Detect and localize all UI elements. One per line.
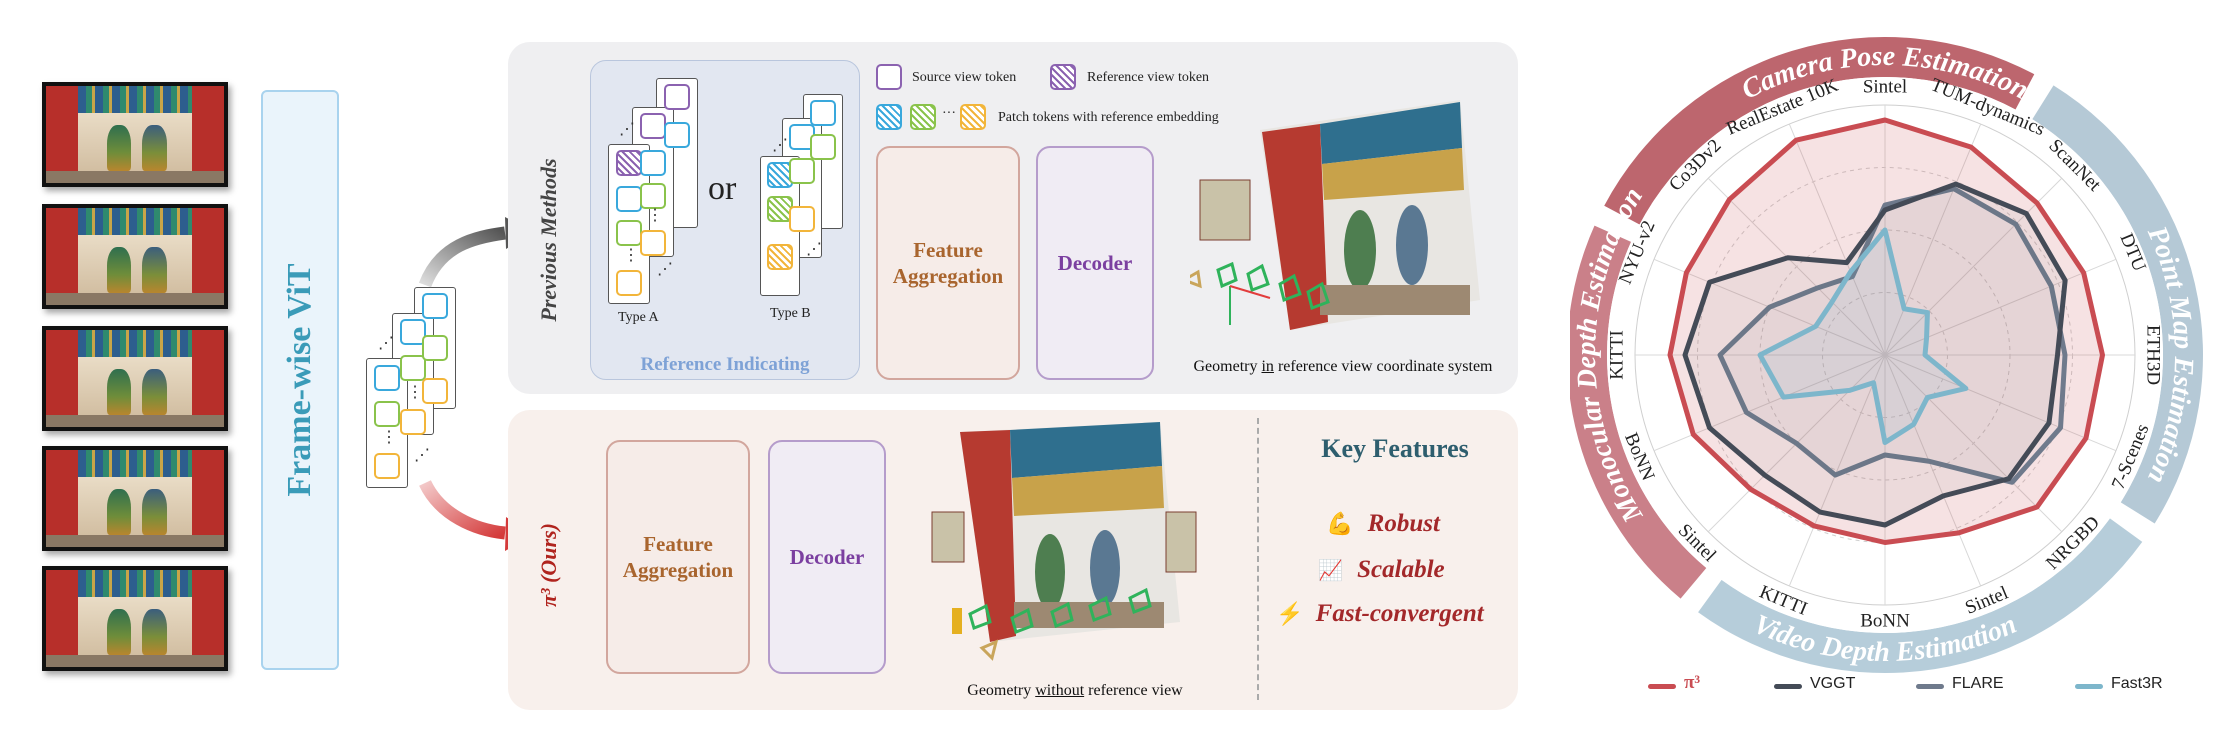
ours-caption-post: reference view <box>1084 682 1183 699</box>
radar-series-fast3r <box>1757 227 1969 445</box>
patch-token-legend: Patch tokens with reference embedding <box>998 110 1219 125</box>
radar-spoke <box>1884 177 2063 356</box>
source-token-swatch <box>876 64 902 90</box>
previous-caption-emph: in <box>1261 358 1274 375</box>
ours-caption-pre: Geometry <box>967 682 1036 699</box>
legend-label-flare: FLARE <box>1952 675 2004 692</box>
input-frame <box>42 326 228 431</box>
arrow-to-previous <box>418 226 506 288</box>
previous-feature-aggregation-block: Feature Aggregation <box>876 146 1020 380</box>
type-b-label: Type B <box>770 306 811 321</box>
feature-robust: 💪 Robust <box>1326 510 1440 538</box>
radar-category-label: Sintel <box>1863 76 1907 97</box>
reference-indicating-label: Reference Indicating <box>640 354 810 375</box>
radar-series-flare <box>1717 186 2068 485</box>
radar-spoke <box>1788 123 1886 356</box>
feature-fast-convergent-label: Fast-convergent <box>1315 600 1484 627</box>
arrow-to-ours <box>419 479 506 540</box>
patch-token-swatch-blue <box>876 104 902 130</box>
ours-decoder-block: Decoder <box>768 440 886 674</box>
legend-swatch-vggt <box>1774 684 1802 689</box>
radar-spoke <box>1788 354 1886 587</box>
source-token-legend: Source view token <box>912 70 1017 85</box>
legend-label-fast3r: Fast3R <box>2111 675 2163 692</box>
legend-swatch-fast3r <box>2075 684 2103 689</box>
radar-series-vggt <box>1682 181 2068 528</box>
ring-segment <box>1570 225 1707 599</box>
key-features-divider <box>1257 418 1259 700</box>
ours-label: π³ (Ours) <box>536 522 561 608</box>
radar-category-label: KITTI <box>1606 330 1627 380</box>
ours-feature-aggregation-label: Feature Aggregation <box>622 532 734 582</box>
reference-token-legend: Reference view token <box>1087 70 1210 85</box>
input-frame <box>42 204 228 309</box>
ring-segment <box>2032 85 2203 524</box>
feature-scalable-label: Scalable <box>1357 556 1445 583</box>
ours-reconstruction-image <box>930 412 1220 680</box>
radar-spoke <box>1884 354 1982 587</box>
radar-spoke <box>1884 354 2063 533</box>
radar-series-pi3 <box>1667 117 2105 545</box>
type-a-label: Type A <box>618 310 659 325</box>
patch-token-swatch-green <box>910 104 936 130</box>
radar-category-label: ETH3D <box>2143 325 2164 385</box>
radar-spoke <box>1884 258 2117 356</box>
muscle-icon: 💪 <box>1326 511 1354 536</box>
previous-decoder-block: Decoder <box>1036 146 1154 380</box>
previous-methods-label: Previous Methods <box>536 158 561 322</box>
previous-caption-post: reference view coordinate system <box>1273 358 1493 375</box>
legend-swatch-flare <box>1916 684 1944 689</box>
input-frame <box>42 446 228 551</box>
legend-label-pi3: π³ <box>1684 672 1701 693</box>
ring-segment <box>1604 37 2035 225</box>
previous-reconstruction-image <box>1190 60 1500 350</box>
key-features-title: Key Features <box>1321 434 1469 463</box>
feature-scalable: 📈 Scalable <box>1318 556 1445 584</box>
radar-spoke <box>1707 177 1886 356</box>
previous-caption-pre: Geometry <box>1193 358 1262 375</box>
frame-wise-vit-block: Frame-wise ViT <box>261 90 339 670</box>
input-frame <box>42 566 228 671</box>
previous-caption: Geometry in reference view coordinate sy… <box>1178 358 1508 376</box>
feature-fast-convergent: ⚡ Fast-convergent <box>1276 600 1484 628</box>
legend-label-vggt: VGGT <box>1810 675 1856 692</box>
ours-decoder-label: Decoder <box>789 545 865 569</box>
patch-token-dots: ··· <box>942 106 956 121</box>
previous-decoder-label: Decoder <box>1057 251 1133 275</box>
frame-wise-vit-label: Frame-wise ViT <box>281 263 318 497</box>
patch-token-swatch-yellow <box>960 104 986 130</box>
ours-feature-aggregation-block: Feature Aggregation <box>606 440 750 674</box>
or-label: or <box>708 170 737 207</box>
feature-robust-label: Robust <box>1367 510 1440 537</box>
previous-feature-aggregation-label: Feature Aggregation <box>892 238 1004 288</box>
legend-swatch-pi3 <box>1648 684 1676 689</box>
reference-token-swatch <box>1050 64 1076 90</box>
radar-category-label: BoNN <box>1860 610 1910 631</box>
lightning-icon: ⚡ <box>1276 601 1304 626</box>
ours-caption: Geometry without reference view <box>925 682 1225 700</box>
radar-spoke <box>1884 354 2117 452</box>
ours-caption-emph: without <box>1035 682 1085 699</box>
ring-segment <box>1698 518 2143 673</box>
input-frame <box>42 82 228 187</box>
radar-spoke <box>1884 123 1982 356</box>
chart-increasing-icon: 📈 <box>1318 560 1343 582</box>
